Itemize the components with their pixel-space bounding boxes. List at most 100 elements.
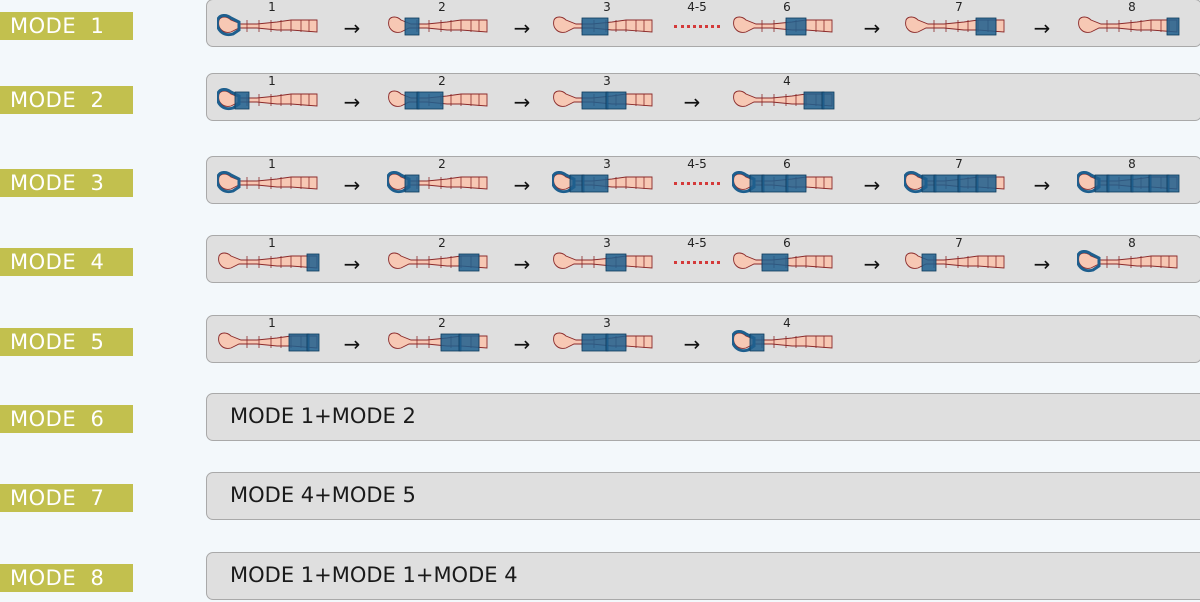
sequence-step: 3 — [552, 157, 662, 205]
compression-cuff-highlight — [217, 171, 241, 194]
leg-cuff-illustration — [553, 90, 653, 110]
mode-8-description: MODE 1+MODE 1+MODE 4 — [230, 563, 518, 587]
compression-cuff-highlight — [404, 174, 420, 193]
dotted-continuation-line — [674, 182, 720, 191]
sequence-arrow-icon: → — [343, 90, 361, 114]
compression-cuff-highlight — [605, 333, 627, 352]
compression-cuff-highlight — [458, 333, 480, 352]
sequence-arrow-icon: → — [343, 16, 361, 40]
sequence-arrow-icon: → — [863, 16, 881, 40]
sequence-step: 1 — [217, 316, 327, 364]
sequence-step: 7 — [904, 236, 1014, 284]
mode-8-panel: MODE 1+MODE 1+MODE 4 — [206, 552, 1200, 600]
step-number: 2 — [438, 157, 446, 171]
compression-cuff-highlight — [957, 174, 979, 193]
step-number: 6 — [783, 236, 791, 250]
skipped-steps-label: 4-5 — [687, 236, 707, 250]
step-number: 8 — [1128, 236, 1136, 250]
sequence-arrow-icon: → — [513, 90, 531, 114]
sequence-arrow-icon: → — [343, 332, 361, 356]
compression-cuff-highlight — [458, 253, 480, 272]
mode-8-label: MODE 8 — [0, 564, 133, 592]
dotted-continuation-line — [674, 261, 720, 270]
compression-cuff-highlight — [1166, 17, 1180, 36]
sequence-arrow-icon: → — [1033, 173, 1051, 197]
compression-cuff-highlight — [803, 91, 825, 110]
sequence-step: 2 — [387, 236, 497, 284]
sequence-step: 3 — [552, 74, 662, 122]
leg-outline — [218, 173, 318, 190]
compression-cuff-highlight — [761, 174, 789, 193]
leg-outline — [1078, 16, 1178, 33]
step-number: 2 — [438, 0, 446, 14]
leg-cuff-illustration — [388, 16, 488, 36]
sequence-arrow-icon: → — [513, 252, 531, 276]
leg-cuff-illustration — [1077, 250, 1178, 273]
compression-cuff-highlight — [921, 253, 937, 272]
mode-6-panel: MODE 1+MODE 2 — [206, 393, 1200, 441]
compression-cuff-highlight — [416, 91, 444, 110]
skipped-steps-indicator: 4-5 — [667, 0, 727, 48]
mode-8-row: MODE 8 MODE 1+MODE 1+MODE 4 — [0, 552, 1200, 602]
leg-outline — [218, 16, 318, 33]
leg-cuff-illustration — [905, 16, 1005, 36]
skipped-steps-label: 4-5 — [687, 157, 707, 171]
mode-7-panel: MODE 4+MODE 5 — [206, 472, 1200, 520]
step-number: 3 — [603, 236, 611, 250]
compression-cuff-highlight — [234, 91, 250, 110]
mode-7-label: MODE 7 — [0, 484, 133, 512]
leg-cuff-illustration — [733, 16, 833, 36]
sequence-step: 3 — [552, 0, 662, 48]
mode-4-label: MODE 4 — [0, 248, 133, 276]
mode-6-label: MODE 6 — [0, 405, 133, 433]
sequence-step: 2 — [387, 74, 497, 122]
step-number: 6 — [783, 0, 791, 14]
leg-cuff-illustration — [733, 252, 833, 272]
skipped-steps-indicator: 4-5 — [667, 236, 727, 284]
step-number: 8 — [1128, 157, 1136, 171]
step-number: 3 — [603, 316, 611, 330]
leg-cuff-illustration — [1078, 16, 1180, 36]
mode-5-label: MODE 5 — [0, 328, 133, 356]
leg-cuff-illustration — [1077, 171, 1180, 194]
compression-cuff-highlight — [975, 174, 997, 193]
sequence-arrow-icon: → — [683, 332, 701, 356]
step-number: 2 — [438, 74, 446, 88]
compression-cuff-highlight — [1106, 174, 1134, 193]
sequence-step: 6 — [732, 236, 842, 284]
leg-cuff-illustration — [218, 252, 320, 272]
compression-cuff-highlight — [1148, 174, 1170, 193]
sequence-arrow-icon: → — [1033, 16, 1051, 40]
step-number: 1 — [268, 0, 276, 14]
compression-cuff-highlight — [440, 333, 462, 352]
leg-cuff-illustration — [217, 171, 318, 194]
compression-cuff-highlight — [975, 17, 997, 36]
skipped-steps-indicator: 4-5 — [667, 157, 727, 205]
compression-cuff-highlight — [581, 17, 609, 36]
leg-cuff-illustration — [732, 330, 833, 353]
sequence-arrow-icon: → — [513, 173, 531, 197]
step-number: 6 — [783, 157, 791, 171]
mode-7-description: MODE 4+MODE 5 — [230, 483, 416, 507]
sequence-step: 8 — [1077, 236, 1187, 284]
sequence-arrow-icon: → — [1033, 252, 1051, 276]
sequence-step: 1 — [217, 0, 327, 48]
compression-cuff-highlight — [605, 91, 627, 110]
sequence-step: 8 — [1077, 0, 1187, 48]
sequence-step: 8 — [1077, 157, 1187, 205]
sequence-arrow-icon: → — [863, 252, 881, 276]
sequence-arrow-icon: → — [513, 332, 531, 356]
sequence-arrow-icon: → — [863, 173, 881, 197]
leg-outline — [1078, 252, 1178, 269]
leg-cuff-illustration — [733, 90, 835, 110]
leg-cuff-illustration — [552, 171, 653, 194]
sequence-step: 6 — [732, 157, 842, 205]
compression-cuff-highlight — [605, 253, 627, 272]
leg-cuff-illustration — [553, 332, 653, 352]
sequence-step: 1 — [217, 236, 327, 284]
compression-cuff-highlight — [581, 333, 609, 352]
